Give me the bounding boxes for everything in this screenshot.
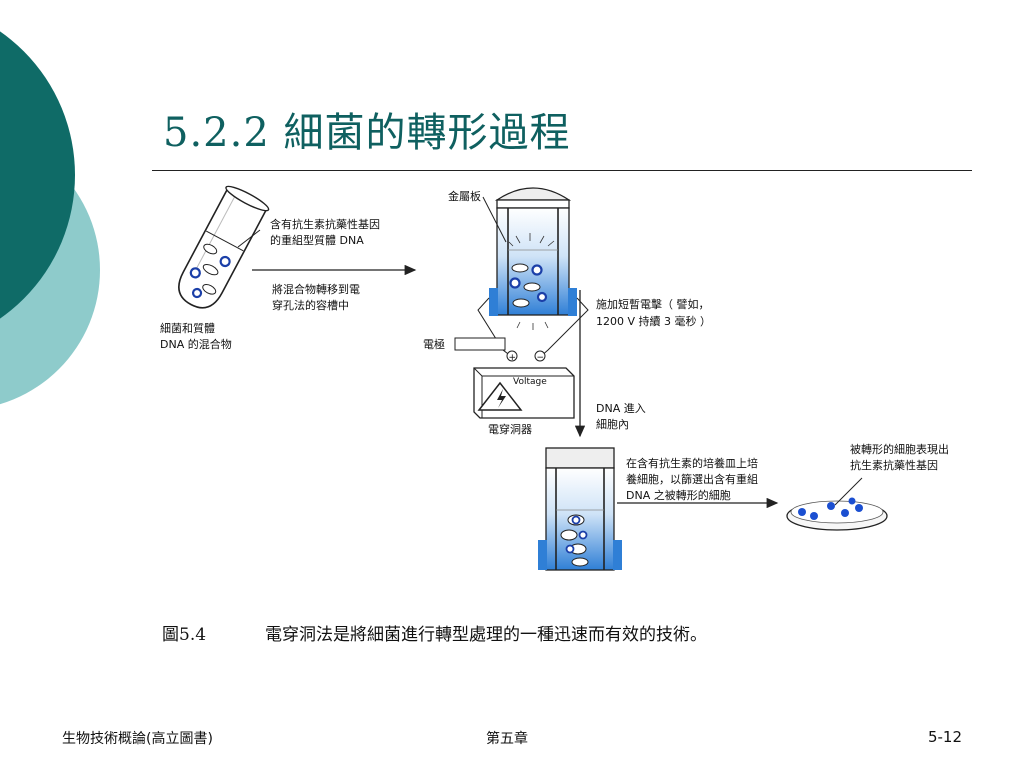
label-transfer-line1: 將混合物轉移到電 [272,282,360,296]
label-dna-gene-line1: 含有抗生素抗藥性基因 [270,217,380,231]
label-electrode: 電極 [423,337,445,351]
colony [848,497,856,505]
colony [841,509,849,517]
label-result-line2: 抗生素抗藥性基因 [850,458,938,472]
label-result-line1: 被轉形的細胞表現出 [850,442,949,456]
label-dna-gene-line2: 的重組型質體 DNA [270,233,364,247]
label-mixture-line2: DNA 的混合物 [160,337,232,351]
label-metal-plate: 金屬板 [448,189,481,203]
label-dna-enter-line2: 細胞內 [596,418,629,431]
colony [810,512,818,520]
label-transfer-line2: 穿孔法的容槽中 [272,298,349,312]
slide-title: 5.2.2 細菌的轉形過程 [163,110,571,156]
label-electroporator: 電穿洞器 [488,422,532,436]
electrode-bar [454,337,506,351]
label-pulse-line2: 1200 V 持續 3 毫秒 ） [596,314,711,328]
lightning-icon [497,389,506,408]
terminal-minus: − [537,353,545,363]
dark-teal-circle [0,31,75,319]
footer-chapter: 第五章 [486,731,528,747]
colony [798,508,806,516]
leader-line-colony [834,477,863,506]
label-culture-line2: 養細胞，以篩選出含有重組 [626,472,758,486]
leader-line-dna [237,229,261,248]
label-dna-enter-line1: DNA 進入 [596,402,646,415]
petri-dish [786,497,888,531]
label-voltage: Voltage [513,377,547,387]
footer-book-title: 生物技術概論(高立圖書) [62,731,213,747]
label-culture-line1: 在含有抗生素的培養皿上培 [626,456,758,470]
leader-line-plate [482,196,507,243]
caption-number: 圖5.4 [162,625,207,645]
label-pulse-line1: 施加短暫電擊（ 譬如， [596,297,710,311]
footer-page-number: 5-12 [927,728,962,746]
title-divider [152,170,972,171]
decorative-circles [0,31,100,405]
colony [855,504,863,512]
electroporation-diagram: 細菌和質體 DNA 的混合物 含有抗生素抗藥性基因 的重組型質體 DNA 將混合… [160,185,949,571]
label-culture-line3: DNA 之被轉形的細胞 [626,488,731,502]
label-mixture-line1: 細菌和質體 [160,321,215,335]
colony [827,502,835,510]
electroporator: + − Voltage [473,350,575,419]
cuvette-upper [489,187,577,330]
cuvette-lower [538,447,622,571]
terminal-plus: + [509,353,517,363]
test-tube [178,185,270,309]
caption-text: 電穿洞法是將細菌進行轉型處理的一種迅速而有效的技術。 [265,625,707,645]
